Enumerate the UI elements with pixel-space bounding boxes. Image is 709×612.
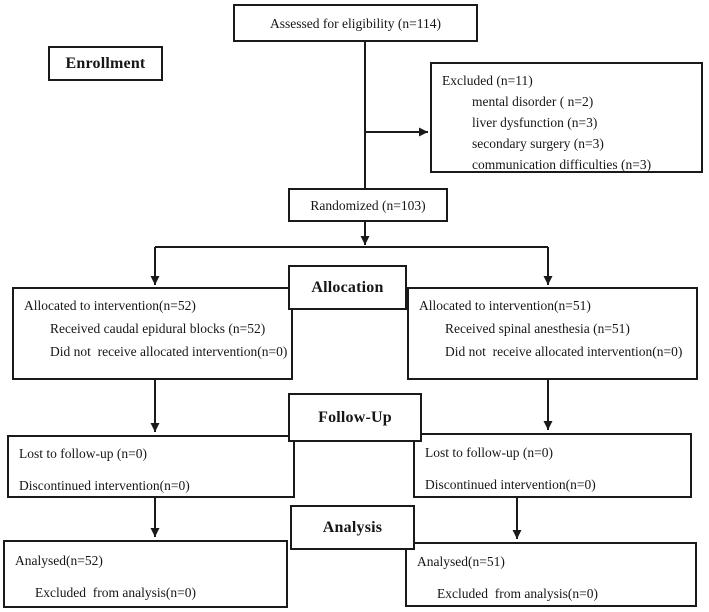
assessed-eligibility-text: Assessed for eligibility (n=114) (270, 15, 441, 31)
excluded-reason: communication difficulties (n=3) (472, 157, 652, 172)
allocated-left-line1: Allocated to intervention(n=52) (24, 298, 196, 313)
analysed-left-line2: Excluded from analysis(n=0) (35, 585, 196, 600)
fu-left-line1: Lost to follow-up (n=0) (19, 446, 147, 461)
analysed-right-line2: Excluded from analysis(n=0) (437, 586, 598, 601)
allocated-right-line2: Received spinal anesthesia (n=51) (445, 321, 630, 336)
allocation-stage-label: Allocation (311, 278, 384, 296)
allocated-left-line2: Received caudal epidural blocks (n=52) (50, 321, 266, 336)
lost-followup-right-box: Lost to follow-up (n=0) Discontinued int… (413, 433, 692, 498)
excluded-box: Excluded (n=11) mental disorder ( n=2) l… (430, 62, 703, 173)
allocated-left-box: Allocated to intervention(n=52) Received… (12, 287, 293, 380)
analysed-left-line1: Analysed(n=52) (15, 553, 103, 568)
fu-right-line1: Lost to follow-up (n=0) (425, 445, 553, 460)
allocated-left-line3: Did not receive allocated intervention(n… (50, 344, 288, 359)
excluded-reason: mental disorder ( n=2) (472, 94, 594, 109)
randomized-text: Randomized (n=103) (310, 197, 426, 213)
enrollment-stage-label: Enrollment (65, 54, 146, 72)
allocated-right-line3: Did not receive allocated intervention(n… (445, 344, 683, 359)
fu-right-line2: Discontinued intervention(n=0) (425, 477, 596, 492)
excluded-reason: liver dysfunction (n=3) (472, 115, 598, 130)
randomized-box: Randomized (n=103) (288, 188, 448, 222)
analysis-stage-label: Analysis (322, 518, 383, 536)
fu-left-line2: Discontinued intervention(n=0) (19, 478, 190, 493)
allocated-right-box: Allocated to intervention(n=51) Received… (407, 287, 698, 380)
excluded-reason: secondary surgery (n=3) (472, 136, 604, 151)
allocation-stage-label-box: Allocation (288, 265, 407, 310)
analysed-right-box: Analysed(n=51) Excluded from analysis(n=… (405, 542, 697, 607)
analysed-right-line1: Analysed(n=51) (417, 554, 505, 569)
followup-stage-label-box: Follow-Up (288, 393, 422, 442)
enrollment-stage-label-box: Enrollment (48, 46, 163, 81)
assessed-eligibility-box: Assessed for eligibility (n=114) (233, 4, 478, 42)
excluded-title: Excluded (n=11) (442, 73, 533, 88)
allocated-right-line1: Allocated to intervention(n=51) (419, 298, 591, 313)
analysis-stage-label-box: Analysis (290, 505, 415, 550)
analysed-left-box: Analysed(n=52) Excluded from analysis(n=… (3, 540, 288, 608)
lost-followup-left-box: Lost to follow-up (n=0) Discontinued int… (7, 435, 295, 498)
followup-stage-label: Follow-Up (318, 408, 392, 426)
